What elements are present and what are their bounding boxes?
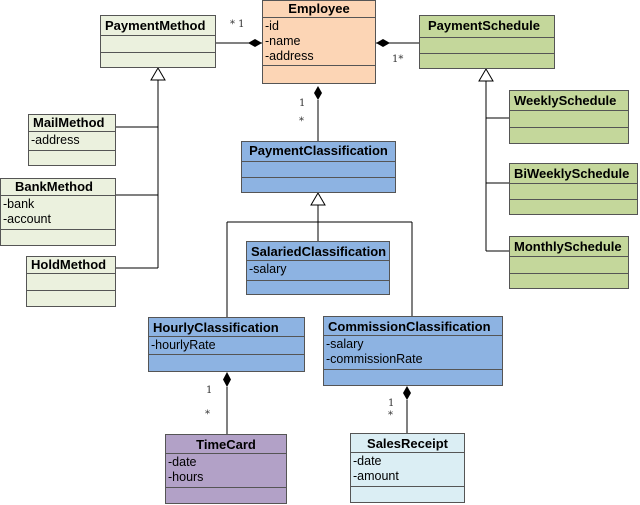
biweekly-schedule-class[interactable]: BiWeeklySchedule <box>509 163 638 215</box>
attributes-compartment <box>27 274 115 291</box>
multiplicity-label: 1 <box>388 398 395 409</box>
attributes-compartment: -id -name -address <box>263 18 375 66</box>
attribute-bank: -bank <box>3 197 35 211</box>
multiplicity-label: 1 <box>206 385 213 396</box>
payment-classification-class[interactable]: PaymentClassification <box>241 141 396 193</box>
attributes-compartment: -salary -commissionRate <box>324 336 502 370</box>
salaried-classification-class[interactable]: SalariedClassification -salary <box>246 241 390 295</box>
class-name: PaymentClassification <box>242 142 395 162</box>
classification-inheritance-arrow <box>310 192 326 206</box>
attributes-compartment <box>510 184 637 200</box>
bank-method-class[interactable]: BankMethod -bank -account <box>0 178 116 246</box>
attributes-compartment <box>510 111 628 128</box>
attribute-address: -address <box>31 133 80 147</box>
multiplicity-label: * 1 <box>230 19 245 30</box>
methods-compartment <box>510 274 628 288</box>
class-name: BankMethod <box>1 179 115 196</box>
methods-compartment <box>149 355 304 371</box>
payment-method-inheritance-arrow <box>150 67 166 81</box>
methods-compartment <box>1 230 115 245</box>
methods-compartment <box>166 488 286 503</box>
attributes-compartment <box>101 36 215 53</box>
employee-class[interactable]: Employee -id -name -address <box>262 0 376 84</box>
attribute-name: -name <box>265 34 301 48</box>
class-name: SalariedClassification <box>247 242 389 261</box>
attribute-hours: -hours <box>168 470 204 484</box>
attributes-compartment: -salary <box>247 261 389 281</box>
multiplicity-label: * <box>299 116 304 127</box>
time-card-class[interactable]: TimeCard -date -hours <box>165 434 287 504</box>
methods-compartment <box>247 281 389 294</box>
class-name: MonthlySchedule <box>510 237 628 257</box>
methods-compartment <box>510 128 628 143</box>
class-name: CommissionClassification <box>324 317 502 336</box>
payment-method-composition-diamond <box>248 39 262 47</box>
attributes-compartment: -hourlyRate <box>149 337 304 355</box>
attribute-amount: -amount <box>353 469 399 483</box>
class-name: SalesReceipt <box>351 434 464 453</box>
methods-compartment <box>29 151 115 165</box>
methods-compartment <box>420 54 554 68</box>
hourly-classification-class[interactable]: HourlyClassification -hourlyRate <box>148 317 305 372</box>
class-name: HoldMethod <box>27 257 115 274</box>
attributes-compartment <box>510 257 628 274</box>
payment-schedule-composition-diamond <box>376 39 390 47</box>
attribute-salary: -salary <box>326 337 364 351</box>
class-name: TimeCard <box>166 435 286 454</box>
salesreceipt-composition-diamond <box>403 386 411 400</box>
attribute-address: -address <box>265 49 314 63</box>
methods-compartment <box>324 370 502 385</box>
class-name: HourlyClassification <box>149 318 304 337</box>
class-name: MailMethod <box>29 115 115 132</box>
timecard-composition-diamond <box>223 372 231 387</box>
class-name: PaymentMethod <box>101 16 215 36</box>
attributes-compartment: -address <box>29 132 115 151</box>
attributes-compartment <box>420 38 554 54</box>
attribute-account: -account <box>3 212 51 226</box>
methods-compartment <box>27 291 115 306</box>
weekly-schedule-class[interactable]: WeeklySchedule <box>509 90 629 144</box>
commission-classification-class[interactable]: CommissionClassification -salary -commis… <box>323 316 503 386</box>
attributes-compartment: -bank -account <box>1 196 115 230</box>
classification-composition-diamond <box>314 86 322 100</box>
multiplicity-label: * <box>205 409 210 420</box>
monthly-schedule-class[interactable]: MonthlySchedule <box>509 236 629 289</box>
attribute-commission-rate: -commissionRate <box>326 352 423 366</box>
methods-compartment <box>101 53 215 67</box>
attribute-salary: -salary <box>249 262 287 276</box>
attribute-id: -id <box>265 19 279 33</box>
attributes-compartment <box>242 162 395 178</box>
payment-method-class[interactable]: PaymentMethod <box>100 15 216 68</box>
payment-schedule-inheritance-arrow <box>478 68 494 82</box>
payment-schedule-class[interactable]: PaymentSchedule <box>419 15 555 69</box>
class-name: BiWeeklySchedule <box>510 164 637 184</box>
attribute-date: -date <box>168 455 197 469</box>
attribute-hourly-rate: -hourlyRate <box>151 338 216 352</box>
sales-receipt-class[interactable]: SalesReceipt -date -amount <box>350 433 465 503</box>
hold-method-class[interactable]: HoldMethod <box>26 256 116 307</box>
class-name: Employee <box>263 1 375 18</box>
attribute-date: -date <box>353 454 382 468</box>
methods-compartment <box>242 178 395 192</box>
attributes-compartment: -date -amount <box>351 453 464 487</box>
class-name: PaymentSchedule <box>420 16 554 38</box>
attributes-compartment: -date -hours <box>166 454 286 488</box>
multiplicity-label: 1 <box>299 98 306 109</box>
methods-compartment <box>510 200 637 214</box>
mail-method-class[interactable]: MailMethod -address <box>28 114 116 166</box>
multiplicity-label: 1* <box>392 54 404 65</box>
methods-compartment <box>263 66 375 83</box>
class-name: WeeklySchedule <box>510 91 628 111</box>
methods-compartment <box>351 487 464 502</box>
multiplicity-label: * <box>388 410 393 421</box>
